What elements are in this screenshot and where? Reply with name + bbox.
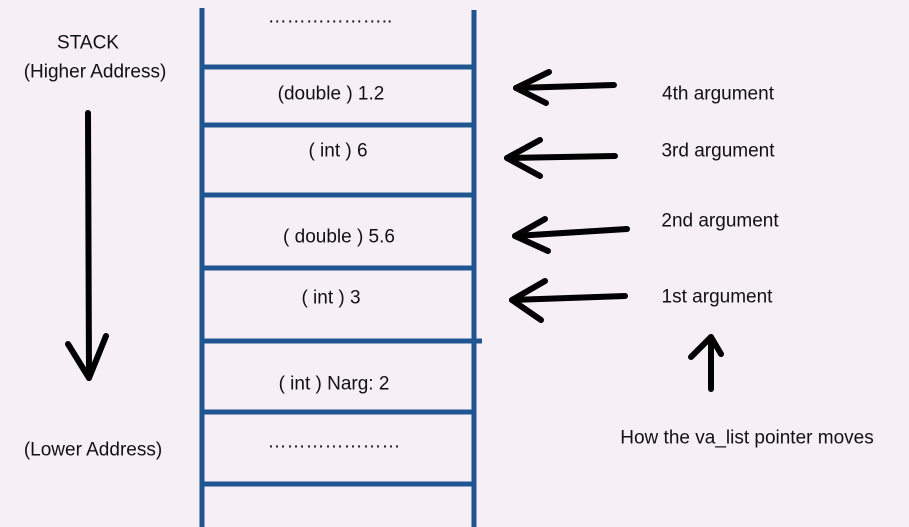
left-arrow-icon: [504, 137, 618, 179]
stack-cell-bottom-ellipsis: …………………: [267, 431, 401, 453]
left-arrow-icon: [512, 216, 630, 254]
upward-arrow-icon: [688, 334, 724, 392]
higher-address-label: (Higher Address): [23, 61, 167, 83]
stack-cell-int-narg: ( int ) Narg: 2: [278, 373, 390, 395]
argument-label-4th: 4th argument: [662, 83, 774, 105]
stack-title: STACK: [57, 32, 119, 54]
stack-cell-top-ellipsis: ………………..: [267, 6, 393, 28]
stack-cell-int-6: ( int ) 6: [308, 140, 368, 162]
stack-cell-int-3: ( int ) 3: [301, 287, 361, 309]
left-arrow-icon: [513, 69, 617, 106]
argument-label-3rd: 3rd argument: [661, 140, 775, 162]
pointer-caption: How the va_list pointer moves: [620, 427, 874, 449]
argument-label-2nd: 2nd argument: [661, 210, 779, 232]
argument-label-1st: 1st argument: [661, 286, 773, 308]
downward-arrow-icon: [65, 110, 109, 381]
stack-cell-double-1-2: (double ) 1.2: [277, 83, 385, 105]
lower-address-label: (Lower Address): [23, 439, 163, 461]
left-arrow-icon: [509, 278, 628, 323]
stack-cell-double-5-6: ( double ) 5.6: [283, 226, 395, 248]
